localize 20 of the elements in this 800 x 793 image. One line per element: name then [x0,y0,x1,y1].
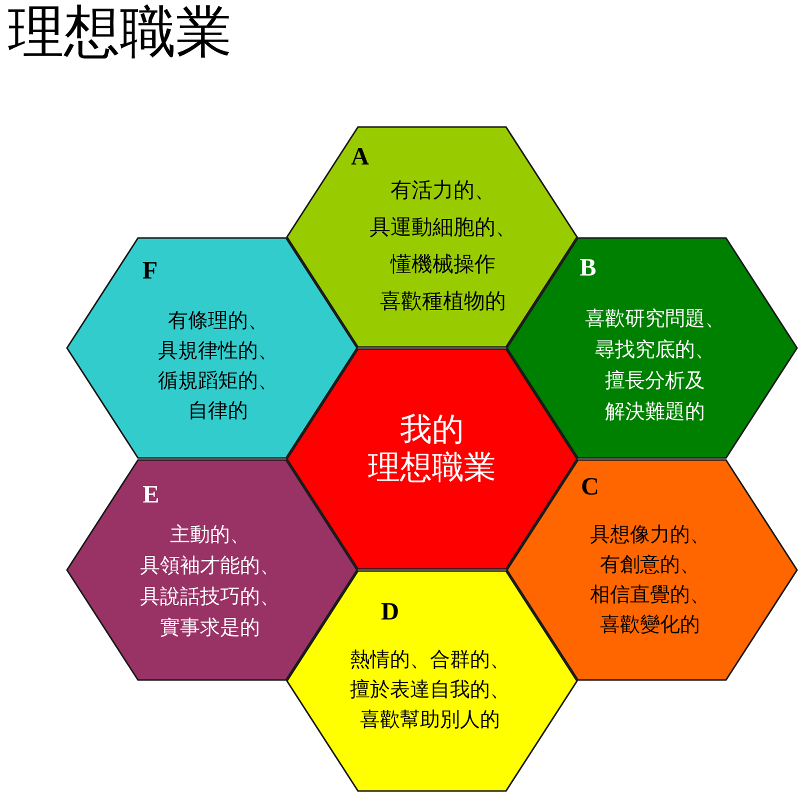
page-title: 理想職業 [8,2,232,64]
trait-text: 有活力的、具運動細胞的、懂機械操作喜歡種植物的 [370,177,516,315]
trait-hexagon [286,570,578,792]
category-letter: D [380,600,400,624]
trait-hexagon [506,237,798,459]
trait-hexagon [66,237,358,459]
trait-hexagon [286,126,578,348]
trait-text: 熱情的、合群的、擅於表達自我的、喜歡幫助別人的 [350,646,510,733]
center-hexagon [286,348,578,570]
category-letter: A [350,144,370,170]
category-letter: B [580,256,596,280]
category-letter: F [142,258,158,284]
trait-text: 具想像力的、有創意的、相信直覺的、喜歡變化的 [590,521,710,638]
category-letter: C [580,474,600,500]
center-label: 我的理想職業 [368,410,496,486]
trait-text: 有條理的、具規律性的、循規蹈矩的、自律的 [158,307,278,424]
trait-text: 喜歡研究問題、尋找究底的、擅長分析及解決難題的 [585,305,725,425]
trait-text: 主動的、具領袖才能的、具說話技巧的、實事求是的 [140,521,280,641]
category-letter: E [142,482,160,508]
trait-hexagon [506,459,798,681]
